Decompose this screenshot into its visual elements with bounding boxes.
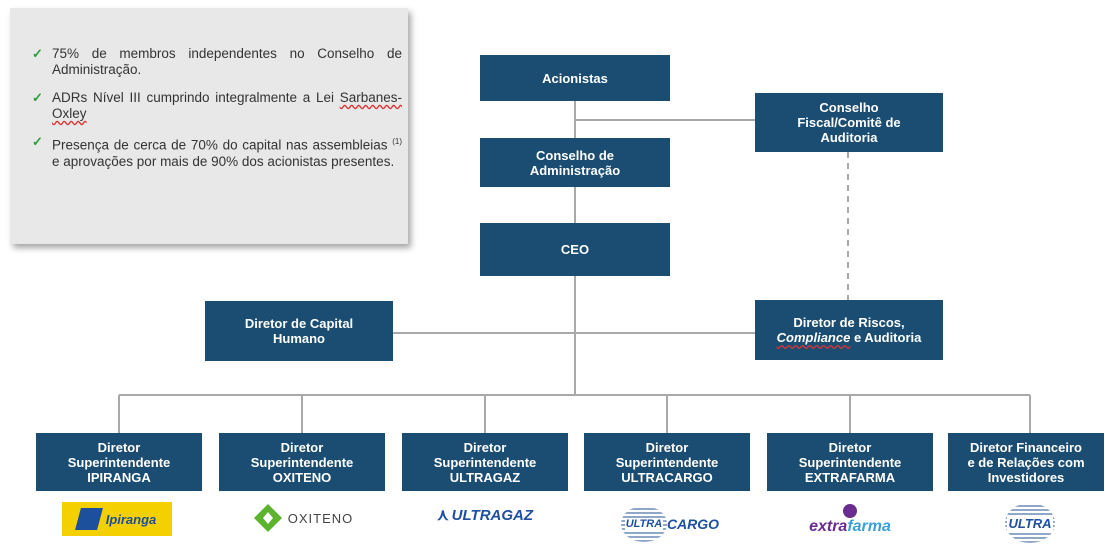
highlight-item: ✓ ADRs Nível III cumprindo integralmente…	[32, 90, 402, 122]
ultra-logo: ULTRA	[1005, 503, 1055, 543]
highlights-list: ✓ 75% de membros independentes no Consel…	[32, 46, 402, 182]
highlight-item: ✓ 75% de membros independentes no Consel…	[32, 46, 402, 78]
box-director-ultracargo: Diretor Superintendente ULTRACARGO	[584, 433, 750, 491]
director-line: Diretor	[463, 439, 507, 455]
logo-text: extra	[809, 518, 848, 535]
box-label-part: Diretor de Riscos,	[793, 315, 905, 330]
check-icon: ✓	[32, 46, 43, 61]
box-capital-humano: Diretor de Capital Humano	[205, 301, 393, 361]
box-label: CEO	[560, 242, 590, 257]
box-label: Diretor de Riscos, Compliance e Auditori…	[777, 315, 922, 345]
box-label: Conselho Fiscal/Comitê de Auditoria	[797, 100, 901, 145]
director-line: Diretor	[828, 439, 872, 455]
box-director-extrafarma: Diretor Superintendente EXTRAFARMA	[767, 433, 933, 491]
director-line: ULTRACARGO	[621, 469, 713, 485]
director-line: Diretor	[280, 439, 324, 455]
check-icon: ✓	[32, 90, 43, 105]
box-acionistas: Acionistas	[480, 55, 670, 101]
ultracargo-globe-icon: ULTRA	[620, 506, 667, 542]
logo-text: CARGO	[666, 516, 720, 532]
logo-text: OXITENO	[287, 510, 354, 526]
box-riscos-compliance: Diretor de Riscos, Compliance e Auditori…	[755, 300, 943, 360]
box-label: Diretor Superintendente OXITENO	[251, 440, 354, 485]
director-line: ULTRAGAZ	[449, 469, 521, 485]
logo-text: Ipiranga	[105, 511, 157, 527]
box-label: Diretor Superintendente IPIRANGA	[68, 440, 171, 485]
highlight-text: ADRs Nível III cumprindo integralmente a…	[52, 90, 340, 105]
box-director-ultragaz: Diretor Superintendente ULTRAGAZ	[402, 433, 568, 491]
extrafarma-logo: extrafarma	[790, 500, 910, 540]
box-label: Diretor Superintendente ULTRAGAZ	[434, 440, 537, 485]
footnote-ref: (1)	[392, 137, 402, 146]
box-ceo: CEO	[480, 223, 670, 276]
director-line: Superintendente	[67, 454, 171, 470]
director-line: e de Relações com	[967, 454, 1085, 470]
highlights-panel: ✓ 75% de membros independentes no Consel…	[10, 8, 408, 244]
extrafarma-mark-icon	[843, 504, 857, 518]
director-line: OXITENO	[272, 469, 332, 485]
ultragaz-logo: ⋏ ULTRAGAZ	[420, 500, 550, 530]
box-label: Diretor Financeiro e de Relações com Inv…	[967, 440, 1084, 485]
highlight-text-sox: Sarbanes-Oxley	[52, 90, 402, 121]
director-line: Diretor	[97, 439, 141, 455]
director-line: Superintendente	[250, 454, 354, 470]
director-line: Superintendente	[615, 454, 719, 470]
box-label: Diretor Superintendente EXTRAFARMA	[799, 440, 902, 485]
director-line: Superintendente	[433, 454, 537, 470]
box-director-ipiranga: Diretor Superintendente IPIRANGA	[36, 433, 202, 491]
box-conselho-fiscal: Conselho Fiscal/Comitê de Auditoria	[755, 93, 943, 152]
logo-text: ULTRA	[1007, 515, 1053, 531]
box-label: Acionistas	[542, 70, 608, 86]
ipiranga-mark-icon	[74, 508, 103, 530]
box-conselho-administracao: Conselho de Administração	[480, 138, 670, 187]
director-line: EXTRAFARMA	[804, 469, 896, 485]
ipiranga-logo: Ipiranga	[62, 502, 172, 536]
logo-text: farma	[847, 518, 891, 535]
check-icon: ✓	[32, 134, 43, 149]
box-label-part: e Auditoria	[850, 330, 922, 345]
highlight-text: 75% de membros independentes no Conselho…	[52, 46, 402, 77]
ultragaz-figure-icon: ⋏	[436, 507, 449, 524]
highlight-text: e aprovações por mais de 90% dos acionis…	[52, 153, 395, 169]
oxiteno-mark-icon	[253, 504, 282, 532]
ultracargo-logo: ULTRA CARGO	[610, 504, 730, 544]
box-director-financeiro-ri: Diretor Financeiro e de Relações com Inv…	[948, 433, 1104, 491]
logo-text: ULTRAGAZ	[451, 506, 534, 524]
director-line: Superintendente	[798, 454, 902, 470]
oxiteno-logo: OXITENO	[243, 500, 363, 536]
director-line: Diretor	[645, 439, 689, 455]
highlight-text: Presença de cerca de 70% do capital nas …	[52, 137, 393, 153]
highlight-item: ✓ Presença de cerca de 70% do capital na…	[32, 134, 402, 170]
box-label-part: Compliance	[776, 330, 851, 345]
director-line: Diretor Financeiro	[970, 439, 1082, 455]
box-director-oxiteno: Diretor Superintendente OXITENO	[219, 433, 385, 491]
director-line: IPIRANGA	[87, 469, 151, 485]
director-line: Investidores	[987, 469, 1065, 485]
box-label: Diretor de Capital Humano	[244, 316, 354, 346]
box-label: Diretor Superintendente ULTRACARGO	[616, 440, 719, 485]
box-label: Conselho de Administração	[529, 147, 621, 178]
logo-text: ULTRA	[624, 518, 664, 530]
